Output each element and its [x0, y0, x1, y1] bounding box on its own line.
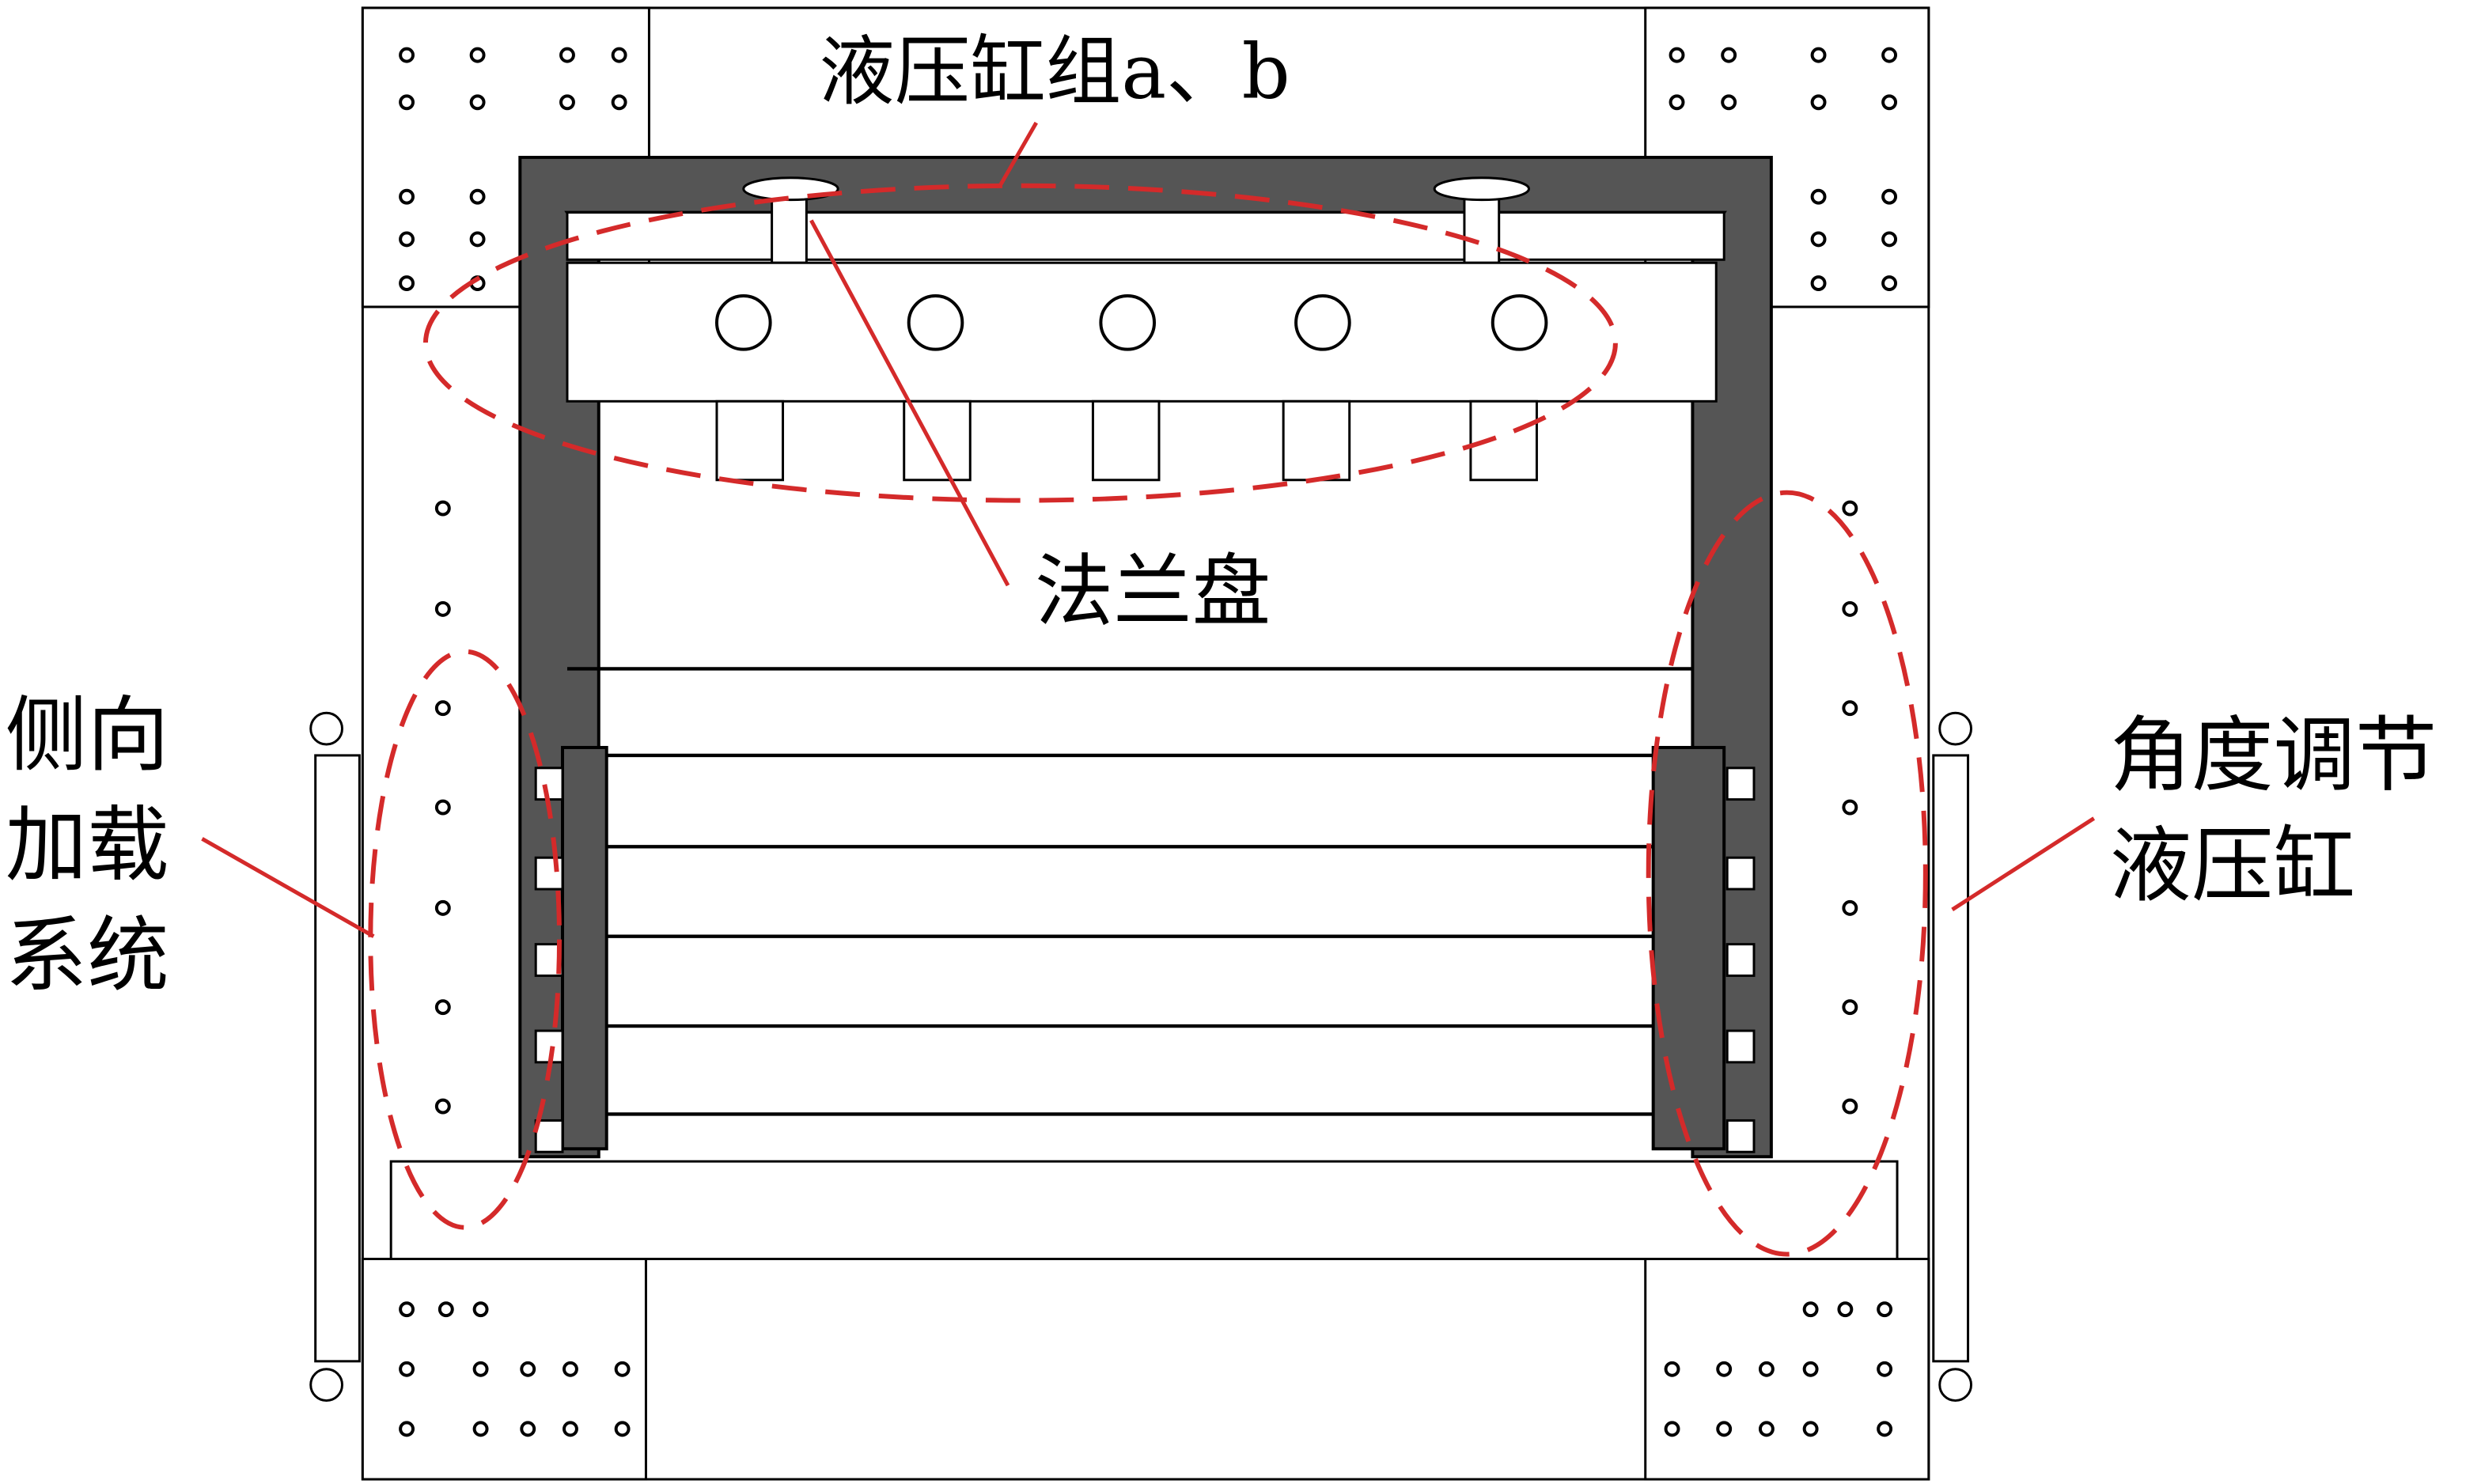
annotation-ellipses [368, 183, 1928, 1257]
specimen-layers [566, 667, 1693, 1116]
bottom-beam [389, 1160, 1899, 1261]
label-flange: 法兰盘 [1035, 547, 1271, 638]
bolt-holes [399, 47, 1898, 1437]
leader-lines [201, 121, 2096, 938]
label-angle-cylinder-2: 液压缸 [2110, 819, 2355, 914]
side-pads [534, 745, 1756, 1153]
label-side-loading-2: 加载 [6, 798, 169, 893]
top-cylinder-beam [566, 176, 1718, 482]
label-side-loading-3: 系统 [6, 908, 169, 1003]
label-cylinder-group: 液压缸组a、b [819, 27, 1290, 115]
reaction-frame [518, 155, 1773, 1159]
label-side-loading-1: 侧向 [6, 688, 169, 783]
angle-cylinders [309, 711, 1973, 1403]
label-angle-cylinder-1: 角度调节 [2110, 709, 2438, 804]
